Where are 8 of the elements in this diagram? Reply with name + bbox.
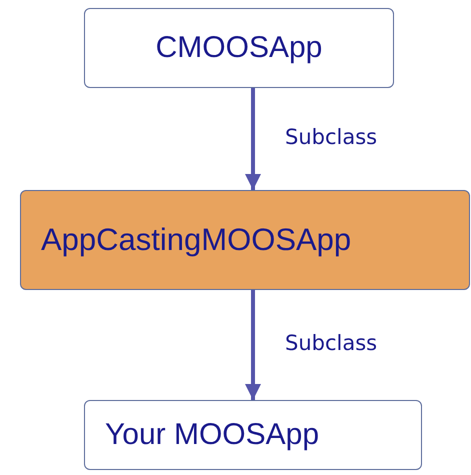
class-name: CMOOSApp [156,31,322,65]
arrow [245,290,261,400]
class-name: AppCastingMOOSApp [41,222,352,258]
class-box [84,8,394,88]
class-box [20,190,470,290]
class-box [84,400,422,470]
arrow [245,88,261,190]
class-name: Your MOOSApp [105,418,319,452]
